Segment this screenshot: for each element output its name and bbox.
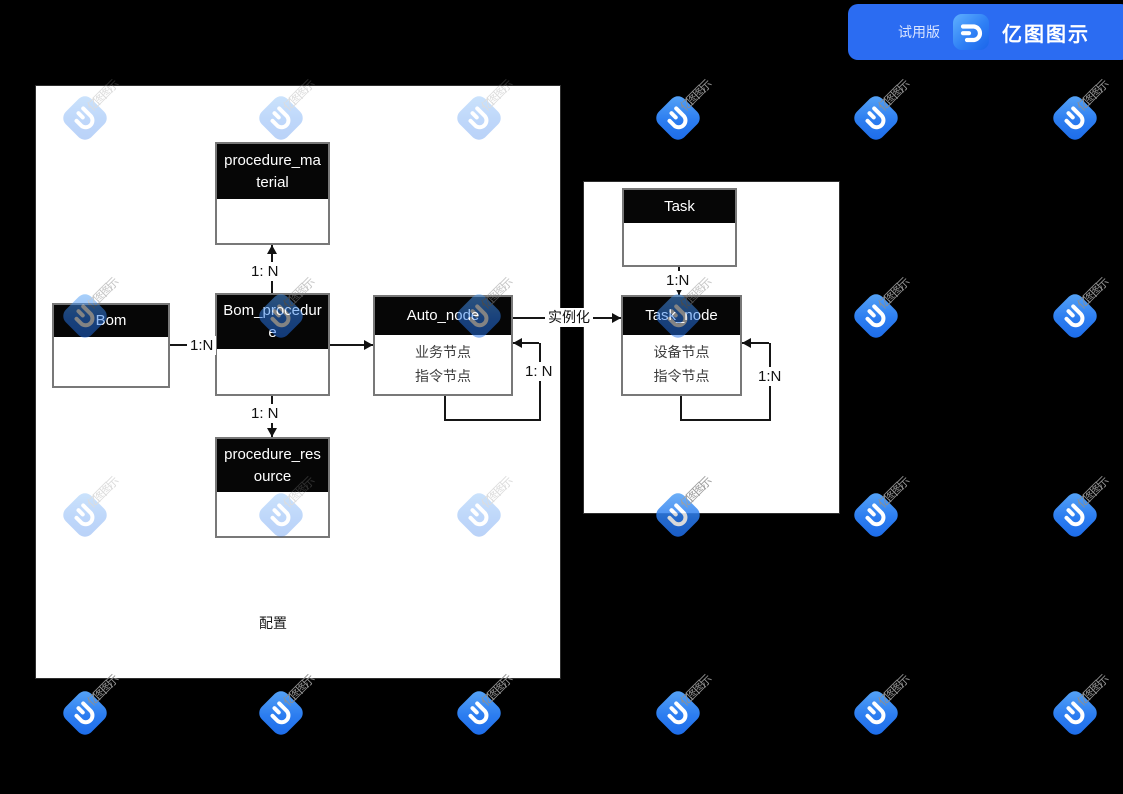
config-group-label: 配置 (257, 613, 289, 633)
watermark-text: 亿图图示 (677, 673, 713, 709)
edraw-logo-icon (453, 687, 505, 739)
watermark: 亿图图示 (255, 673, 316, 739)
connector-autonode-self (539, 343, 541, 421)
cardinality-label: 1:N (187, 336, 217, 355)
brand-name: 亿图图示 (1002, 23, 1090, 46)
cardinality-label: 1:N (755, 367, 785, 386)
watermark-text: 亿图图示 (677, 78, 713, 114)
arrowhead-right-icon (364, 340, 373, 350)
watermark: 亿图图示 (1049, 276, 1110, 342)
entity-body-line: 业务节点 (415, 343, 471, 360)
watermark: 亿图图示 (850, 78, 911, 144)
cardinality-label: 1: N (248, 262, 282, 281)
entity-body: 业务节点 指令节点 (375, 335, 511, 394)
edraw-logo-icon (1049, 92, 1101, 144)
watermark: 亿图图示 (850, 673, 911, 739)
watermark: 亿图图示 (652, 78, 713, 144)
entity-task[interactable]: Task (622, 188, 737, 267)
connector-tasknode-self (742, 342, 769, 344)
edraw-logo-icon (850, 290, 902, 342)
entity-auto-node[interactable]: Auto_node 业务节点 指令节点 (373, 295, 513, 396)
watermark-text: 亿图图示 (875, 276, 911, 312)
entity-procedure-resource[interactable]: procedure_resource (215, 437, 330, 538)
watermark: 亿图图示 (1049, 78, 1110, 144)
edraw-logo-icon (1049, 687, 1101, 739)
cardinality-label: 1: N (248, 404, 282, 423)
entity-task-node[interactable]: Task_node 设备节点 指令节点 (621, 295, 742, 396)
entity-body (217, 199, 328, 243)
edraw-logo-icon (953, 14, 989, 50)
edraw-logo-icon (652, 92, 704, 144)
edraw-logo-icon (255, 687, 307, 739)
edraw-logo-icon (1049, 489, 1101, 541)
entity-procedure-material[interactable]: procedure_material (215, 142, 330, 245)
entity-title: procedure_material (217, 144, 328, 199)
watermark-text: 亿图图示 (875, 475, 911, 511)
watermark-text: 亿图图示 (1074, 673, 1110, 709)
entity-title: Auto_node (375, 297, 511, 335)
entity-body (217, 492, 328, 536)
entity-bom[interactable]: Bom (52, 303, 170, 388)
arrowhead-right-icon (612, 313, 621, 323)
connector-tasknode-self (680, 419, 771, 421)
edraw-logo-icon (850, 92, 902, 144)
entity-title: Task (624, 190, 735, 223)
connector-autonode-self (513, 342, 539, 344)
watermark: 亿图图示 (652, 673, 713, 739)
watermark: 亿图图示 (59, 673, 120, 739)
cardinality-label: 1: N (522, 362, 556, 381)
edraw-logo-icon (1049, 290, 1101, 342)
entity-body: 设备节点 指令节点 (623, 335, 740, 394)
arrowhead-left-icon (513, 338, 522, 348)
connector-autonode-self (444, 419, 541, 421)
entity-title: Bom (54, 305, 168, 337)
watermark: 亿图图示 (1049, 475, 1110, 541)
arrowhead-down-icon (267, 428, 277, 437)
cardinality-label: 1:N (663, 271, 693, 290)
watermark: 亿图图示 (1049, 673, 1110, 739)
entity-body-line: 指令节点 (415, 367, 471, 384)
entity-body (217, 349, 328, 394)
watermark-text: 亿图图示 (875, 78, 911, 114)
edraw-logo-icon (652, 687, 704, 739)
entity-title: Bom_procedure (217, 295, 328, 349)
connector-bomprocedure-autonode (330, 344, 373, 346)
connector-tasknode-self (680, 396, 682, 421)
watermark: 亿图图示 (850, 475, 911, 541)
watermark-text: 亿图图示 (875, 673, 911, 709)
trial-badge: 试用版 (898, 24, 940, 40)
entity-title: Task_node (623, 297, 740, 335)
connector-autonode-self (444, 396, 446, 421)
trial-banner[interactable]: 试用版 亿图图示 (848, 4, 1123, 60)
arrowhead-down-icon (674, 286, 684, 295)
watermark-text: 亿图图示 (1074, 475, 1110, 511)
watermark: 亿图图示 (850, 276, 911, 342)
arrowhead-up-icon (267, 245, 277, 254)
entity-body-line: 指令节点 (653, 367, 710, 384)
edraw-logo-icon (850, 687, 902, 739)
edraw-logo-icon (59, 687, 111, 739)
instantiate-label: 实例化 (545, 308, 593, 327)
entity-title: procedure_resource (217, 439, 328, 492)
watermark-text: 亿图图示 (1074, 78, 1110, 114)
watermark: 亿图图示 (453, 673, 514, 739)
entity-body (54, 337, 168, 386)
watermark-text: 亿图图示 (1074, 276, 1110, 312)
arrowhead-left-icon (742, 338, 751, 348)
entity-body (624, 223, 735, 265)
entity-body-line: 设备节点 (653, 343, 710, 360)
edraw-logo-icon (850, 489, 902, 541)
entity-bom-procedure[interactable]: Bom_procedure (215, 293, 330, 396)
